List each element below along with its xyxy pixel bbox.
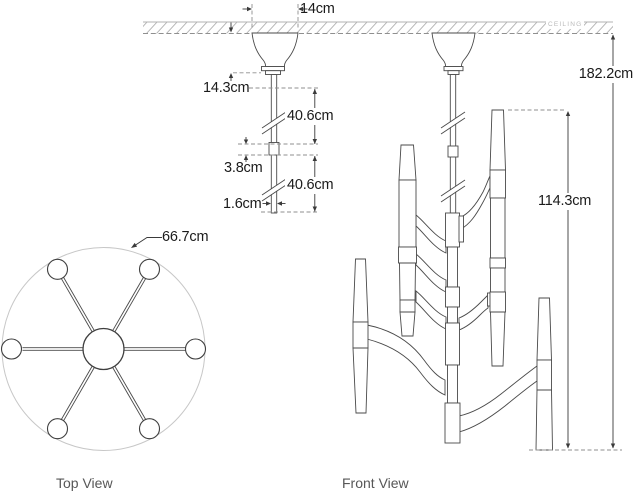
tube-left [398,144,417,337]
diameter-leader [131,237,162,248]
tube-right [487,109,506,367]
dim-overall-height: 182.2cm [569,66,634,83]
front-view-label: Front View [342,475,409,491]
break-marks [261,111,287,202]
tube-ends [0,258,207,440]
light-tubes [352,109,553,451]
dim-rod-diameter: 1.6cm [223,196,262,212]
top-view-label: Top View [56,475,113,491]
ceiling-label: CEILING [546,20,585,29]
front-canopy [431,32,476,67]
tube-far-left [352,258,369,414]
dim-fixture-diameter: 66.7cm [162,229,209,245]
front-view-fixture [352,32,553,451]
dim-canopy-height: 14.3cm [203,80,250,96]
front-dimensions [508,34,622,451]
central-column [444,212,464,444]
dim-body-height: 114.3cm [536,193,594,210]
ceiling-hatch [143,21,613,34]
stem-dimensions [228,4,318,213]
spokes [22,277,186,421]
dim-rod-coupler: 3.8cm [224,160,263,176]
front-break-marks [440,111,466,203]
tube-far-right [535,297,553,451]
dim-upper-rod-segment: 40.6cm [285,108,336,125]
dim-canopy-width: 14cm [300,1,335,17]
canopy [251,32,299,67]
center-hub [82,327,125,371]
dim-lower-rod-segment: 40.6cm [285,177,336,194]
top-view-fixture [0,237,207,451]
fixture-arms [366,175,538,433]
